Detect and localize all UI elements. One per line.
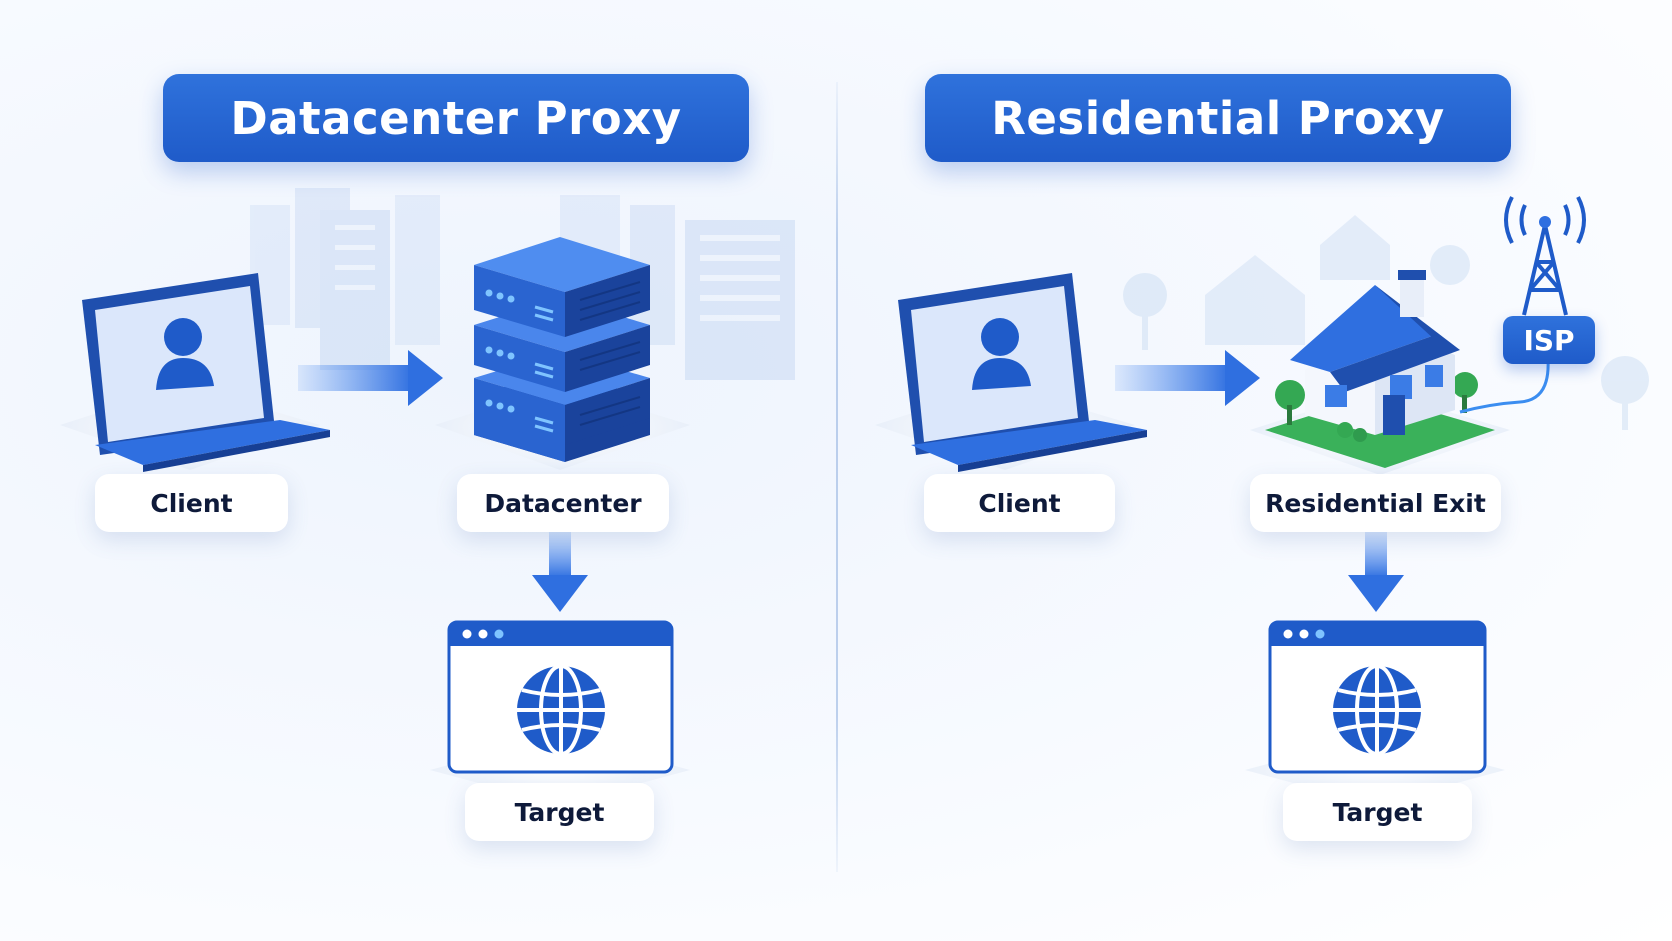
target-label: Target — [465, 783, 654, 841]
arrow-down-icon — [532, 530, 588, 612]
datacenter-proxy-title: Datacenter Proxy — [163, 74, 749, 162]
panel-divider — [836, 82, 838, 872]
datacenter-label: Datacenter — [457, 474, 669, 532]
arrow-right-icon — [298, 350, 443, 406]
arrow-down-icon — [1348, 530, 1404, 612]
browser-globe-icon — [1268, 620, 1487, 774]
isp-badge: ISP — [1503, 316, 1595, 364]
target-label: Target — [1283, 783, 1472, 841]
laptop-user-icon — [82, 273, 330, 472]
residential-proxy-title: Residential Proxy — [925, 74, 1511, 162]
client-label: Client — [924, 474, 1115, 532]
server-stack-icon — [474, 237, 650, 462]
neighborhood-background-icon — [1123, 215, 1649, 430]
browser-globe-icon — [447, 620, 674, 774]
arrow-right-icon — [1115, 350, 1260, 406]
house-icon — [1265, 270, 1495, 468]
isp-tower-icon — [1459, 196, 1586, 414]
client-label: Client — [95, 474, 288, 532]
laptop-user-icon — [898, 273, 1147, 472]
residential-exit-label: Residential Exit — [1250, 474, 1501, 532]
